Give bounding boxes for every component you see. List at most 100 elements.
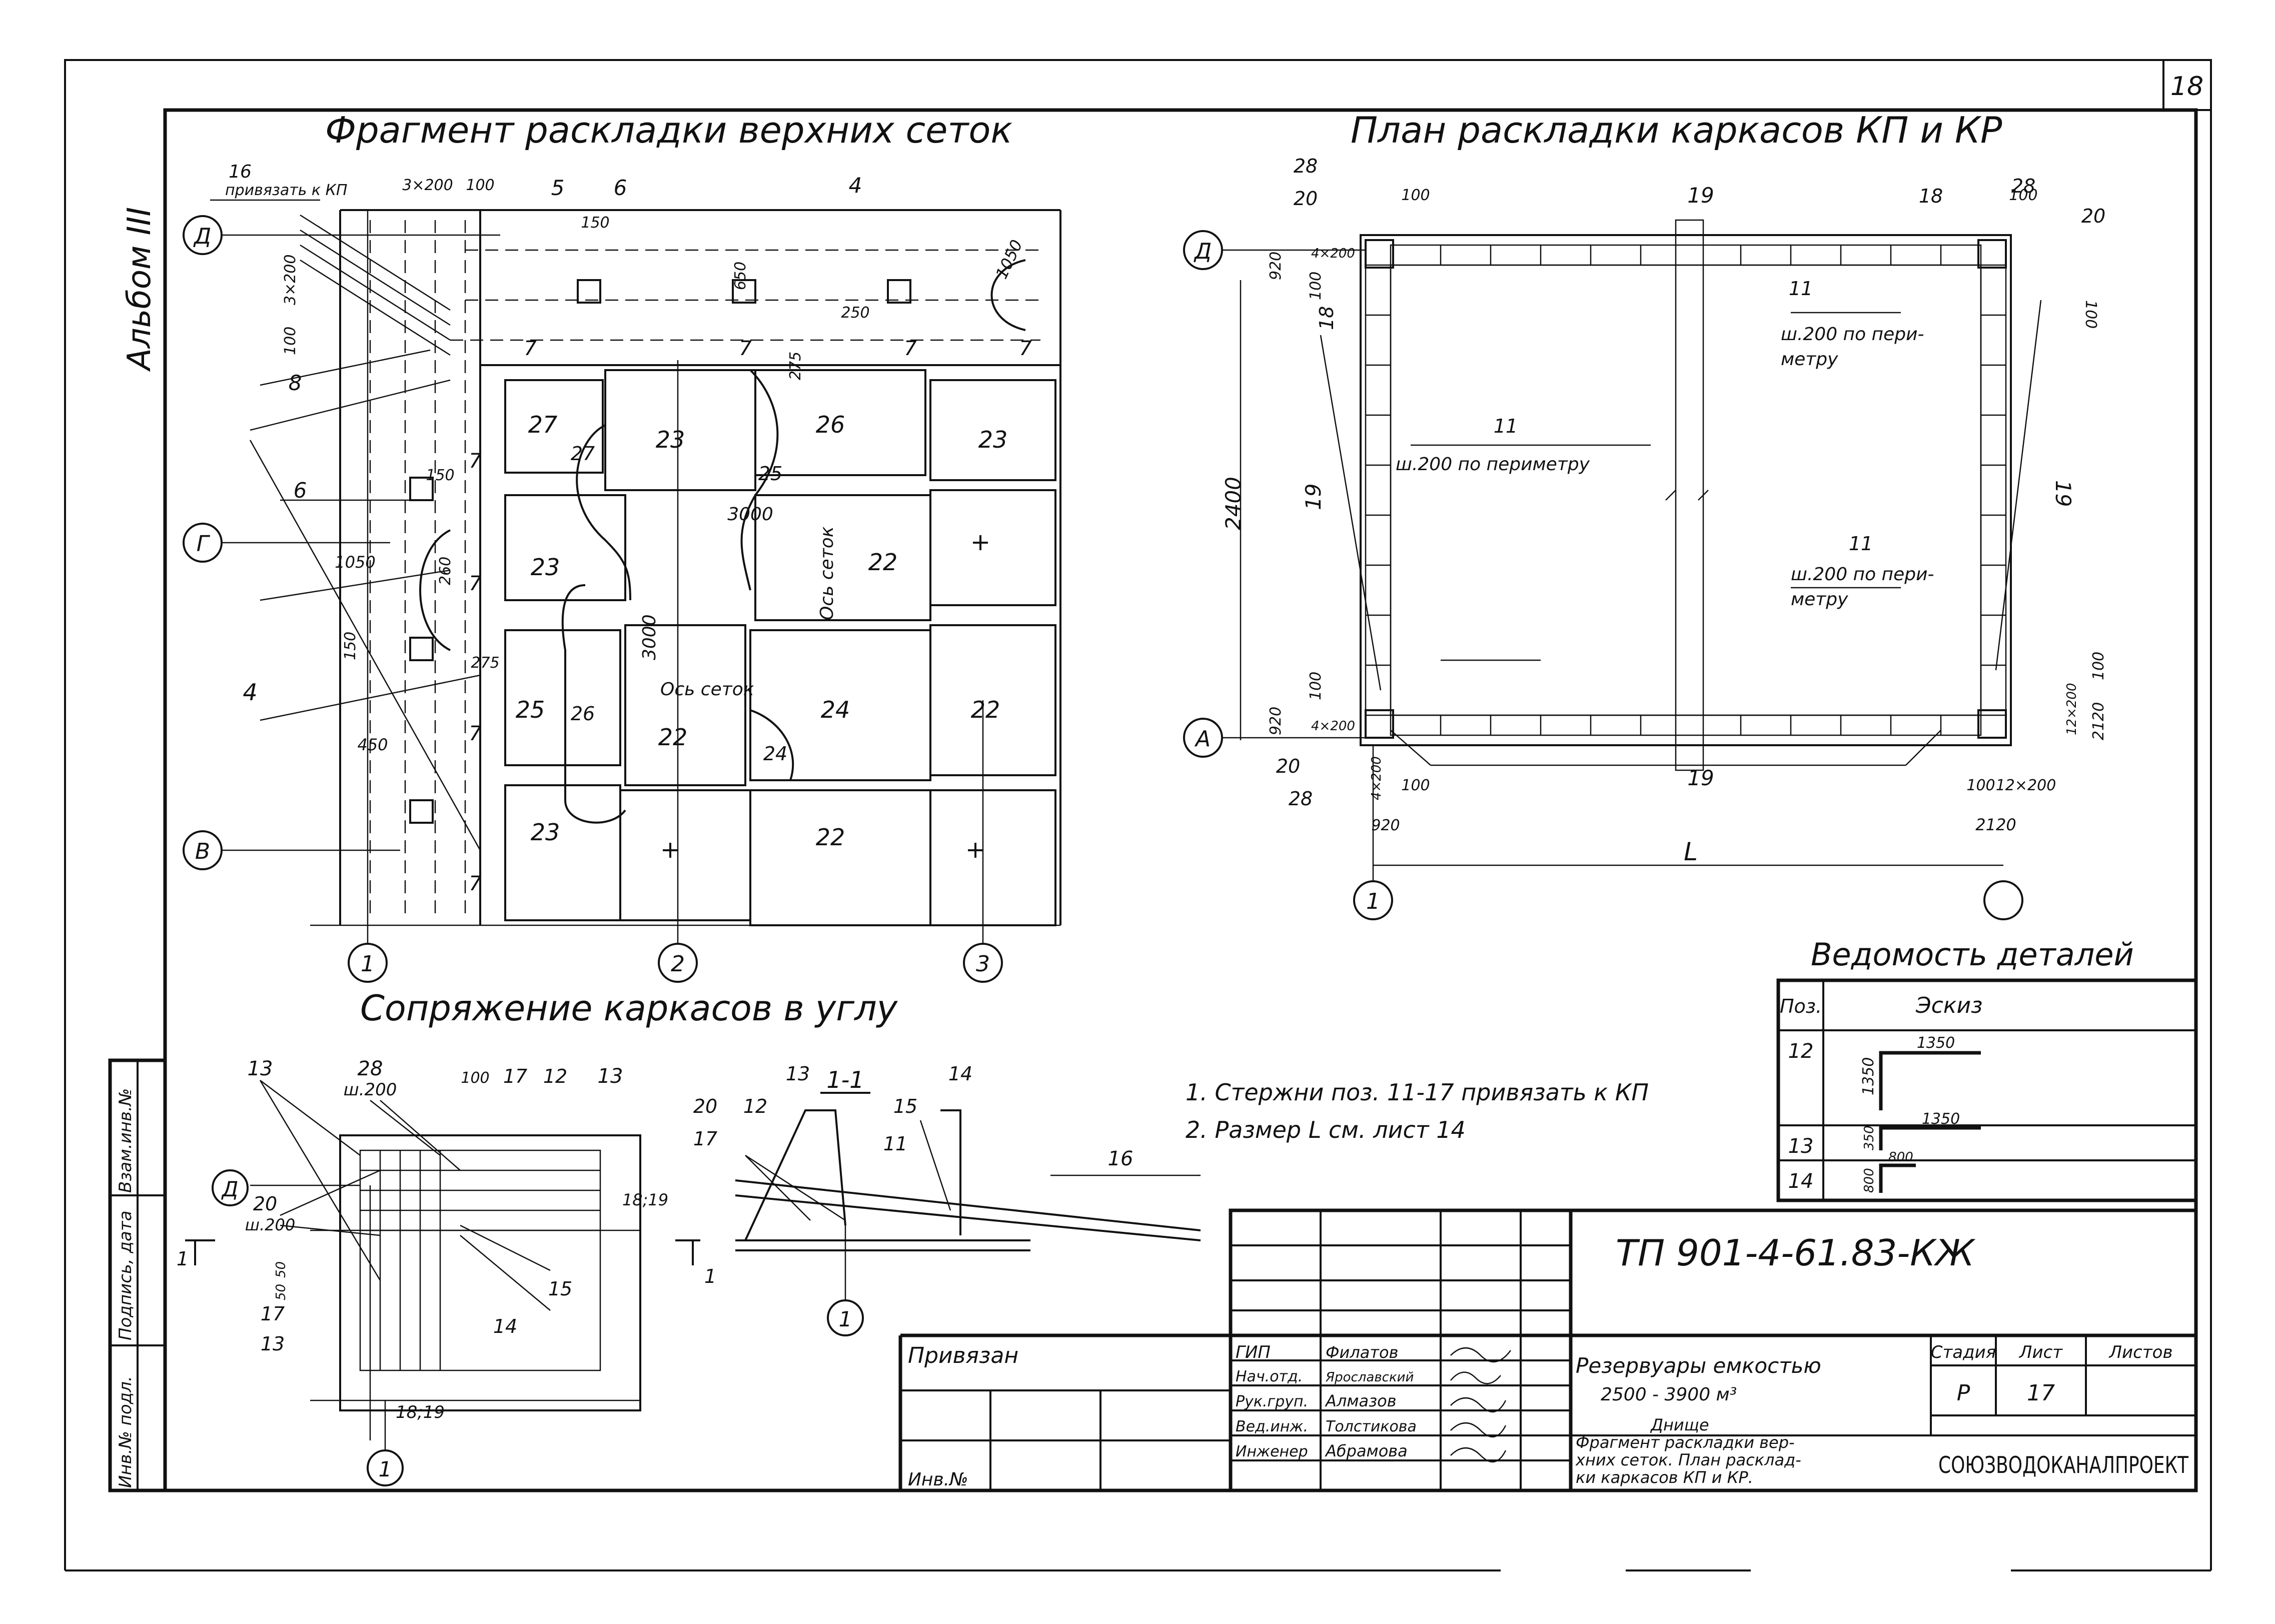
svg-text:5: 5 — [551, 176, 565, 200]
svg-text:800: 800 — [1888, 1150, 1913, 1165]
svg-text:Филатов: Филатов — [1326, 1343, 1398, 1362]
side-stamp-inv: Инв.№ подл. — [116, 1376, 136, 1488]
details-title: Ведомость деталей — [1811, 936, 2134, 973]
svg-text:800: 800 — [1862, 1168, 1877, 1193]
svg-text:Ярославский: Ярославский — [1325, 1370, 1414, 1385]
svg-text:1: 1 — [1366, 889, 1380, 914]
svg-text:20: 20 — [253, 1193, 277, 1215]
svg-text:7: 7 — [469, 872, 482, 895]
svg-text:1350: 1350 — [1917, 1034, 1955, 1052]
svg-text:Поз.: Поз. — [1780, 995, 1822, 1017]
svg-text:450: 450 — [357, 735, 388, 754]
section-title: 1-1 — [826, 1066, 864, 1093]
svg-text:1: 1 — [704, 1265, 716, 1287]
svg-text:16: 16 — [1108, 1147, 1133, 1170]
svg-text:7: 7 — [739, 337, 752, 360]
plan-axis-1: 1 — [1353, 880, 1393, 920]
svg-text:23: 23 — [978, 426, 1008, 453]
svg-text:А: А — [1194, 726, 1211, 752]
svg-text:22: 22 — [658, 724, 688, 751]
svg-text:Г: Г — [197, 531, 211, 557]
svg-text:Лист: Лист — [2018, 1342, 2063, 1362]
note-1: 1. Стержни поз. 11-17 привязать к КП — [1186, 1079, 1649, 1106]
svg-text:28: 28 — [358, 1057, 383, 1080]
svg-text:14: 14 — [948, 1063, 972, 1085]
details-table: Ведомость деталей Поз. Эскиз 12 1350 135… — [1776, 936, 2198, 1202]
svg-text:20: 20 — [1276, 755, 1300, 777]
svg-text:8: 8 — [289, 371, 302, 395]
svg-text:метру: метру — [1791, 589, 1848, 610]
fragment-binding-label: привязать к КП — [225, 182, 347, 199]
svg-text:ГИП: ГИП — [1236, 1342, 1271, 1362]
svg-text:100: 100 — [282, 327, 299, 355]
fragment-axis-label-b: Ось сеток — [817, 526, 837, 620]
svg-text:20: 20 — [1294, 188, 1318, 210]
svg-text:14: 14 — [493, 1315, 517, 1337]
designation: ТП 901-4-61.83-КЖ — [1616, 1232, 1976, 1274]
fragment-title: Фрагмент раскладки верхних сеток — [325, 109, 1012, 151]
svg-text:18: 18 — [1919, 185, 1943, 207]
svg-text:50: 50 — [274, 1284, 289, 1300]
svg-text:4: 4 — [849, 173, 862, 198]
svg-text:20: 20 — [693, 1095, 717, 1117]
svg-text:1: 1 — [177, 1248, 189, 1270]
section-axis: 1 — [839, 1307, 852, 1331]
svg-text:100: 100 — [2009, 187, 2037, 204]
svg-text:11: 11 — [1494, 415, 1518, 437]
plan-axis-2-blank — [1983, 880, 2023, 920]
svg-text:4×200: 4×200 — [1311, 719, 1355, 734]
section-1-1: 1-1 1 13 14 20 12 15 17 11 16 — [693, 1063, 1201, 1336]
svg-text:920: 920 — [1267, 252, 1285, 280]
svg-text:Абрамова: Абрамова — [1325, 1441, 1408, 1460]
fragment-axis-d: Д — [183, 215, 223, 255]
svg-text:23: 23 — [531, 554, 560, 581]
svg-text:20: 20 — [2081, 205, 2105, 227]
svg-text:12: 12 — [543, 1065, 567, 1087]
svg-text:28: 28 — [1289, 788, 1313, 810]
org-name: СОЮЗВОДОКАНАЛПРОЕКТ — [1938, 1451, 2189, 1478]
svg-text:Алмазов: Алмазов — [1325, 1391, 1397, 1410]
svg-text:50: 50 — [274, 1261, 289, 1278]
svg-text:19: 19 — [1687, 766, 1714, 790]
svg-text:ки каркасов КП и КР.: ки каркасов КП и КР. — [1576, 1468, 1753, 1487]
svg-text:24: 24 — [763, 743, 787, 765]
svg-text:хних сеток. План расклад-: хних сеток. План расклад- — [1575, 1450, 1801, 1469]
revision-grid — [900, 1210, 2196, 1490]
svg-text:3000: 3000 — [639, 614, 660, 660]
svg-text:Инженер: Инженер — [1236, 1443, 1308, 1460]
svg-text:100: 100 — [2082, 300, 2099, 329]
svg-text:17: 17 — [503, 1065, 527, 1087]
svg-text:150: 150 — [342, 632, 359, 660]
svg-text:150: 150 — [581, 214, 609, 232]
svg-text:26: 26 — [816, 411, 845, 438]
svg-text:17: 17 — [2027, 1380, 2055, 1406]
side-stamp: Инв.№ подл. Подпись, дата Взам.инв.№ — [108, 1058, 167, 1492]
svg-text:2400: 2400 — [1221, 477, 1246, 530]
svg-text:18;19: 18;19 — [622, 1190, 668, 1209]
svg-text:7: 7 — [524, 337, 537, 360]
svg-text:250: 250 — [841, 304, 869, 322]
svg-text:100: 100 — [1401, 187, 1430, 204]
corner-detail: Сопряжение каркасов в углу Д 1 1 1 — [177, 988, 898, 1486]
svg-text:16: 16 — [229, 162, 252, 182]
svg-text:ш.200 по пери-: ш.200 по пери- — [1791, 564, 1934, 585]
svg-text:12: 12 — [743, 1095, 767, 1117]
svg-text:19: 19 — [1301, 484, 1326, 510]
svg-text:6: 6 — [614, 176, 627, 200]
svg-text:18: 18 — [1316, 306, 1338, 330]
svg-text:650: 650 — [732, 262, 749, 290]
svg-text:28: 28 — [1294, 155, 1318, 177]
svg-text:100: 100 — [1307, 272, 1325, 300]
page-number: 18 — [2170, 72, 2203, 102]
fragment-axis-3: 3 — [963, 943, 1003, 983]
svg-text:Резервуары емкостью: Резервуары емкостью — [1576, 1353, 1821, 1378]
svg-text:19: 19 — [1687, 183, 1714, 208]
svg-text:2120: 2120 — [2090, 702, 2107, 740]
svg-text:25: 25 — [516, 696, 545, 723]
svg-text:17: 17 — [693, 1128, 717, 1150]
svg-text:4×200: 4×200 — [1311, 246, 1355, 261]
svg-text:920: 920 — [1267, 707, 1285, 735]
svg-text:14: 14 — [1788, 1170, 1814, 1193]
svg-text:260: 260 — [437, 557, 454, 585]
plan-drawing: План раскладки каркасов КП и КР — [1183, 109, 2107, 920]
